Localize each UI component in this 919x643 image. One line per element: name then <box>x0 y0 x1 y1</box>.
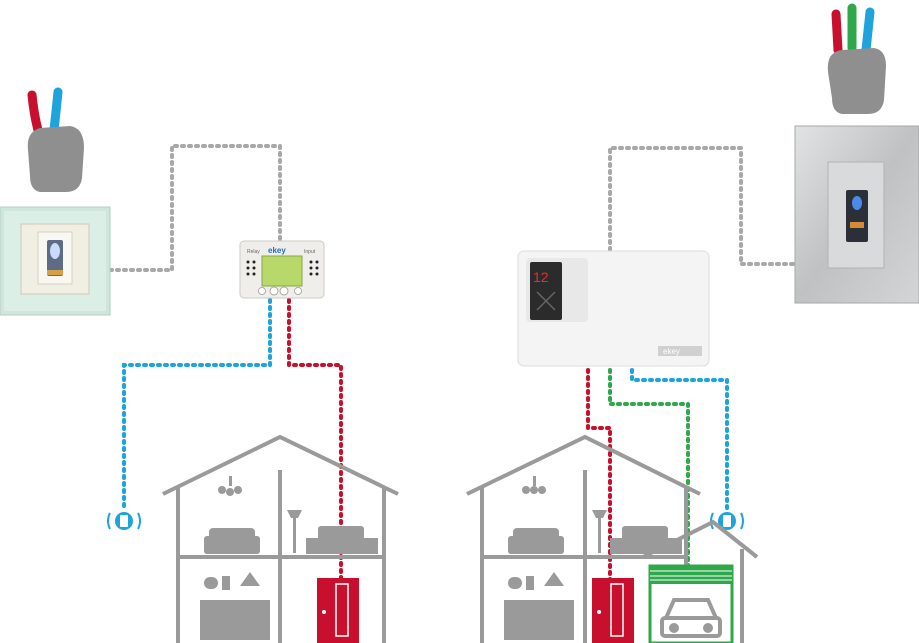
unit-display: 12 <box>533 269 549 285</box>
right-blue-wire <box>630 368 729 510</box>
hand-three-fingers-icon <box>827 3 886 114</box>
wireless-remote-left-icon <box>107 512 141 530</box>
right-reader-data-wire <box>608 146 797 266</box>
wires <box>108 144 797 584</box>
control-panel-left: Relay Input ekey <box>239 240 325 299</box>
fingerprint-reader-icon <box>0 206 111 316</box>
unit-brand: ekey <box>663 347 680 356</box>
door-icon-right <box>592 578 634 643</box>
right-green-wire <box>608 368 690 568</box>
car-icon <box>660 598 722 638</box>
hand-two-fingers-icon <box>27 87 84 192</box>
control-unit-right: 12 ekey <box>517 250 710 367</box>
house-left-furniture <box>200 476 378 640</box>
door-icon-left <box>317 578 359 643</box>
right-red-wire <box>586 368 612 584</box>
input-label: Input <box>304 249 316 255</box>
house-right-furniture <box>504 476 682 640</box>
controller-brand: ekey <box>268 246 286 255</box>
relay-label: Relay <box>247 249 260 255</box>
left-red-wire <box>287 298 343 582</box>
house-left-icon <box>162 434 399 643</box>
left-blue-wire <box>122 298 272 510</box>
wireless-remote-right-icon <box>710 512 744 530</box>
left-reader-data-wire <box>108 144 282 272</box>
fingerprint-reader-steel-icon <box>794 125 919 304</box>
